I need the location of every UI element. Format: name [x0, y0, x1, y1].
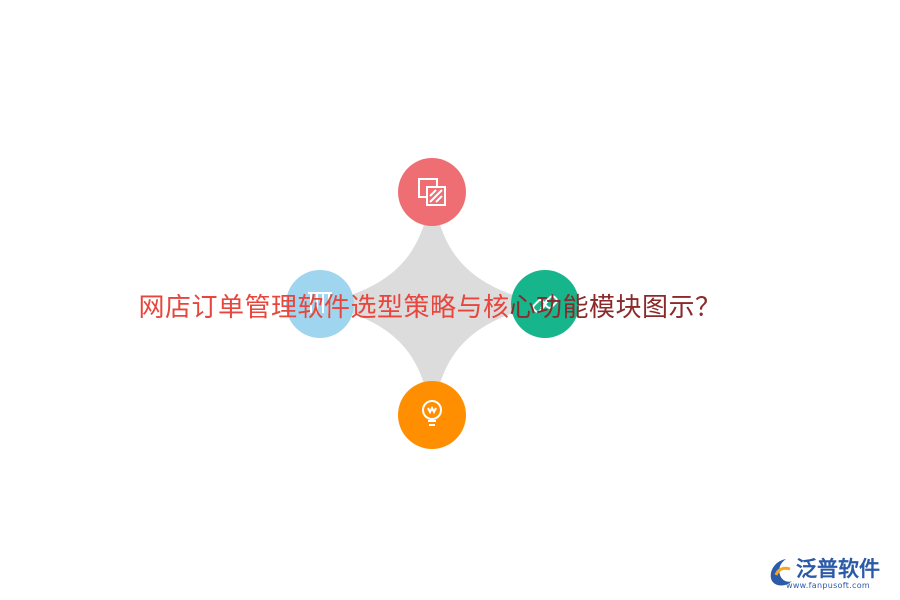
left-node	[286, 270, 354, 338]
brand-name: 泛普软件	[796, 557, 880, 581]
page-title: 网店订单管理软件选型策略与核心功能模块图示？	[0, 288, 860, 328]
layers-icon	[418, 178, 446, 206]
right-node	[511, 270, 579, 338]
bottom-node	[398, 381, 466, 449]
lightbulb-icon	[422, 400, 442, 426]
star-shape	[319, 192, 545, 416]
books-icon	[308, 292, 332, 313]
link-icon	[532, 295, 558, 313]
brand-logo-mark	[770, 559, 792, 586]
brand-url: www.fanpusoft.com	[786, 581, 870, 590]
title-part-2: 心功能模块图示？	[509, 293, 722, 323]
brand-logo: 泛普软件 www.fanpusoft.com	[766, 553, 894, 597]
top-node	[398, 158, 466, 226]
title-part-1: 网店订单管理软件选型策略与核	[138, 293, 510, 323]
